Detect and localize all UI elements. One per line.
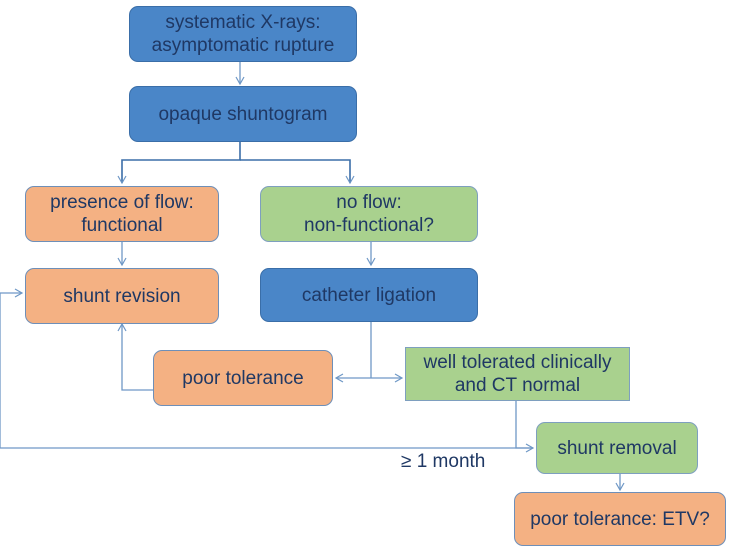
node-opaque-shuntogram-label: opaque shuntogram [158, 103, 328, 125]
edge-shuntogram-split [117, 140, 241, 185]
edge-label-one-month: ≥ 1 month [401, 451, 486, 472]
node-shunt-revision-label: shunt revision [63, 285, 181, 307]
node-poor-tolerance: poor tolerance [153, 350, 333, 406]
node-presence-of-flow: presence of flow: functional [25, 186, 219, 242]
node-catheter-ligation: catheter ligation [260, 268, 478, 322]
node-poor-tolerance-etv: poor tolerance: ETV? [514, 492, 726, 546]
node-presence-of-flow-line1: presence of flow: [50, 192, 194, 213]
node-shunt-revision: shunt revision [25, 268, 219, 324]
edge-poor-tolerance-to-revision [117, 322, 153, 391]
node-shunt-removal-label: shunt removal [557, 437, 677, 459]
node-catheter-ligation-label: catheter ligation [301, 284, 437, 306]
node-systematic-xrays-line2: asymptomatic rupture [151, 35, 335, 56]
node-no-flow-line1: no flow: [336, 192, 402, 213]
node-systematic-xrays-line1: systematic X-rays: [165, 12, 321, 33]
edge-well-tolerated-to-removal [515, 401, 535, 453]
node-no-flow: no flow: non-functional? [260, 186, 478, 242]
node-well-tolerated: well tolerated clinically and CT normal [405, 347, 630, 401]
node-well-tolerated-line1: well tolerated clinically [423, 352, 612, 373]
node-shunt-removal: shunt removal [536, 422, 698, 474]
node-poor-tolerance-label: poor tolerance [182, 367, 304, 389]
edge-removal-loop-to-revision [0, 288, 533, 449]
node-well-tolerated-line2: and CT normal [454, 375, 581, 396]
node-poor-tolerance-etv-label: poor tolerance: ETV? [530, 508, 710, 530]
node-systematic-xrays: systematic X-rays: asymptomatic rupture [129, 6, 357, 62]
node-no-flow-line2: non-functional? [304, 215, 434, 236]
node-presence-of-flow-line2: functional [81, 215, 163, 236]
node-opaque-shuntogram: opaque shuntogram [129, 86, 357, 142]
edge-shuntogram-to-noflow [240, 159, 355, 185]
